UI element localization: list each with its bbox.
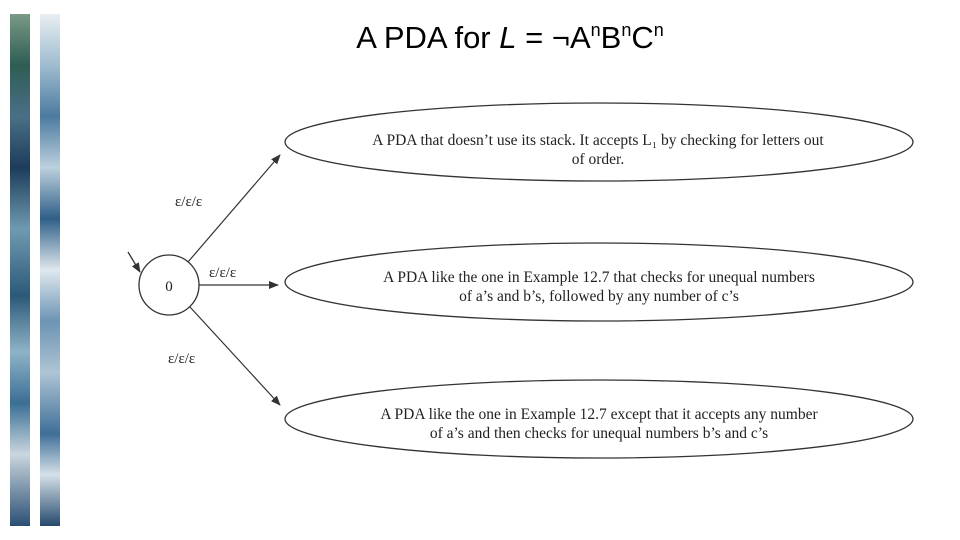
- title-exp-b: n: [621, 20, 632, 40]
- machine-box-2-line-2: of a’s and b’s, followed by any number o…: [459, 288, 739, 305]
- title-c: C: [631, 20, 654, 55]
- title-equals: = ¬: [516, 20, 570, 55]
- transition-label-1: ε/ε/ε: [175, 194, 202, 210]
- machine-box-1-line-2: of order.: [572, 151, 625, 168]
- machine-box-3: [284, 379, 914, 459]
- start-arrow: [127, 251, 141, 273]
- transition-arrow-3: [189, 306, 281, 406]
- title-exp-a: n: [590, 20, 601, 40]
- transition-arrow-1: [187, 154, 281, 263]
- decorative-strip-right: [40, 14, 60, 526]
- title-language: L: [499, 20, 517, 55]
- slide-title: A PDA for L = ¬AnBnCn: [300, 20, 720, 56]
- title-prefix: A PDA for: [356, 20, 500, 55]
- title-b: B: [600, 20, 622, 55]
- machine-box-1-line-1: A PDA that doesn’t use its stack. It acc…: [372, 132, 824, 149]
- transition-label-2: ε/ε/ε: [209, 265, 236, 281]
- machine-box-1: [284, 102, 914, 182]
- machine-box-3-line-1: A PDA like the one in Example 12.7 excep…: [380, 406, 818, 423]
- transition-label-3: ε/ε/ε: [168, 351, 195, 367]
- machine-box-3-line-2: of a’s and then checks for unequal numbe…: [430, 425, 768, 442]
- machine-box-2: [284, 242, 914, 322]
- title-exp-c: n: [653, 20, 664, 40]
- state-0-label: 0: [165, 279, 173, 295]
- title-a: A: [569, 20, 591, 55]
- decorative-strip-left: [10, 14, 30, 526]
- machine-box-2-line-1: A PDA like the one in Example 12.7 that …: [383, 269, 815, 286]
